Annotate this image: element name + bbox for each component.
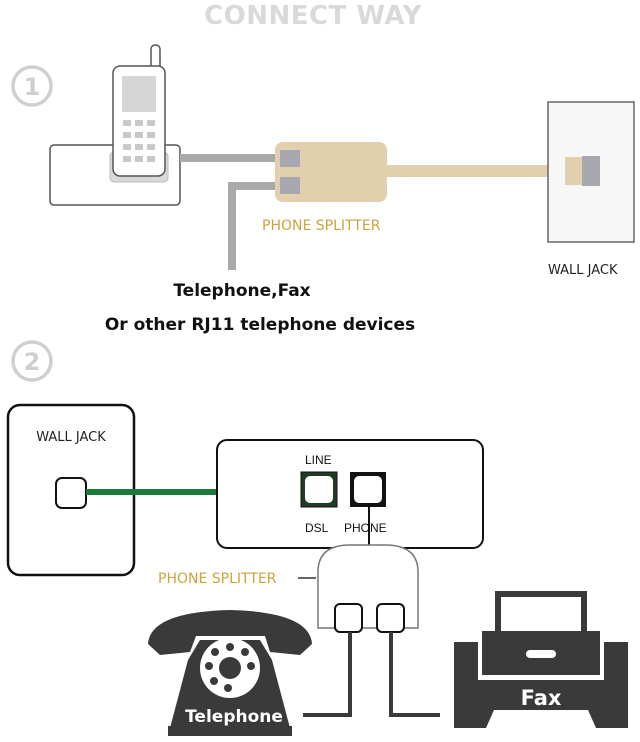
rotary-telephone-icon — [148, 610, 312, 736]
step-2-number: 2 — [24, 348, 41, 376]
modem-line-label: LINE — [305, 453, 332, 467]
step-1-device-cables — [180, 154, 280, 270]
cordless-phone-icon — [49, 44, 181, 206]
dsl-line-cable — [86, 489, 306, 495]
step-2-device-cables — [303, 632, 440, 717]
fax-machine-icon — [454, 591, 628, 728]
step-1-number: 1 — [24, 73, 41, 101]
telephone-label: Telephone — [185, 707, 283, 727]
step-1: 1 — [11, 44, 635, 335]
step-2-phone-splitter — [298, 544, 419, 633]
diagram-title: CONNECT WAY — [204, 1, 422, 31]
step-2-splitter-label: PHONE SPLITTER — [158, 571, 277, 587]
step-1-badge: 1 — [11, 65, 53, 107]
modem-dsl-label: DSL — [305, 521, 329, 535]
step-2-wall-jack-label: WALL JACK — [36, 430, 106, 445]
step-1-devices-line-1: Telephone,Fax — [173, 281, 310, 301]
step-2-badge: 2 — [11, 340, 53, 382]
step-1-wall-jack — [547, 101, 635, 243]
fax-label: Fax — [521, 686, 562, 710]
step-1-devices-line-2: Or other RJ11 telephone devices — [105, 315, 415, 335]
step-1-wall-jack-label: WALL JACK — [548, 263, 618, 278]
step-1-phone-splitter — [275, 142, 585, 202]
modem-phone-label: PHONE — [344, 521, 387, 535]
step-1-splitter-label: PHONE SPLITTER — [262, 218, 381, 234]
step-2: 2 WALL JACK LINE DSL PHONE PHONE — [6, 340, 628, 736]
dsl-modem — [216, 439, 484, 552]
